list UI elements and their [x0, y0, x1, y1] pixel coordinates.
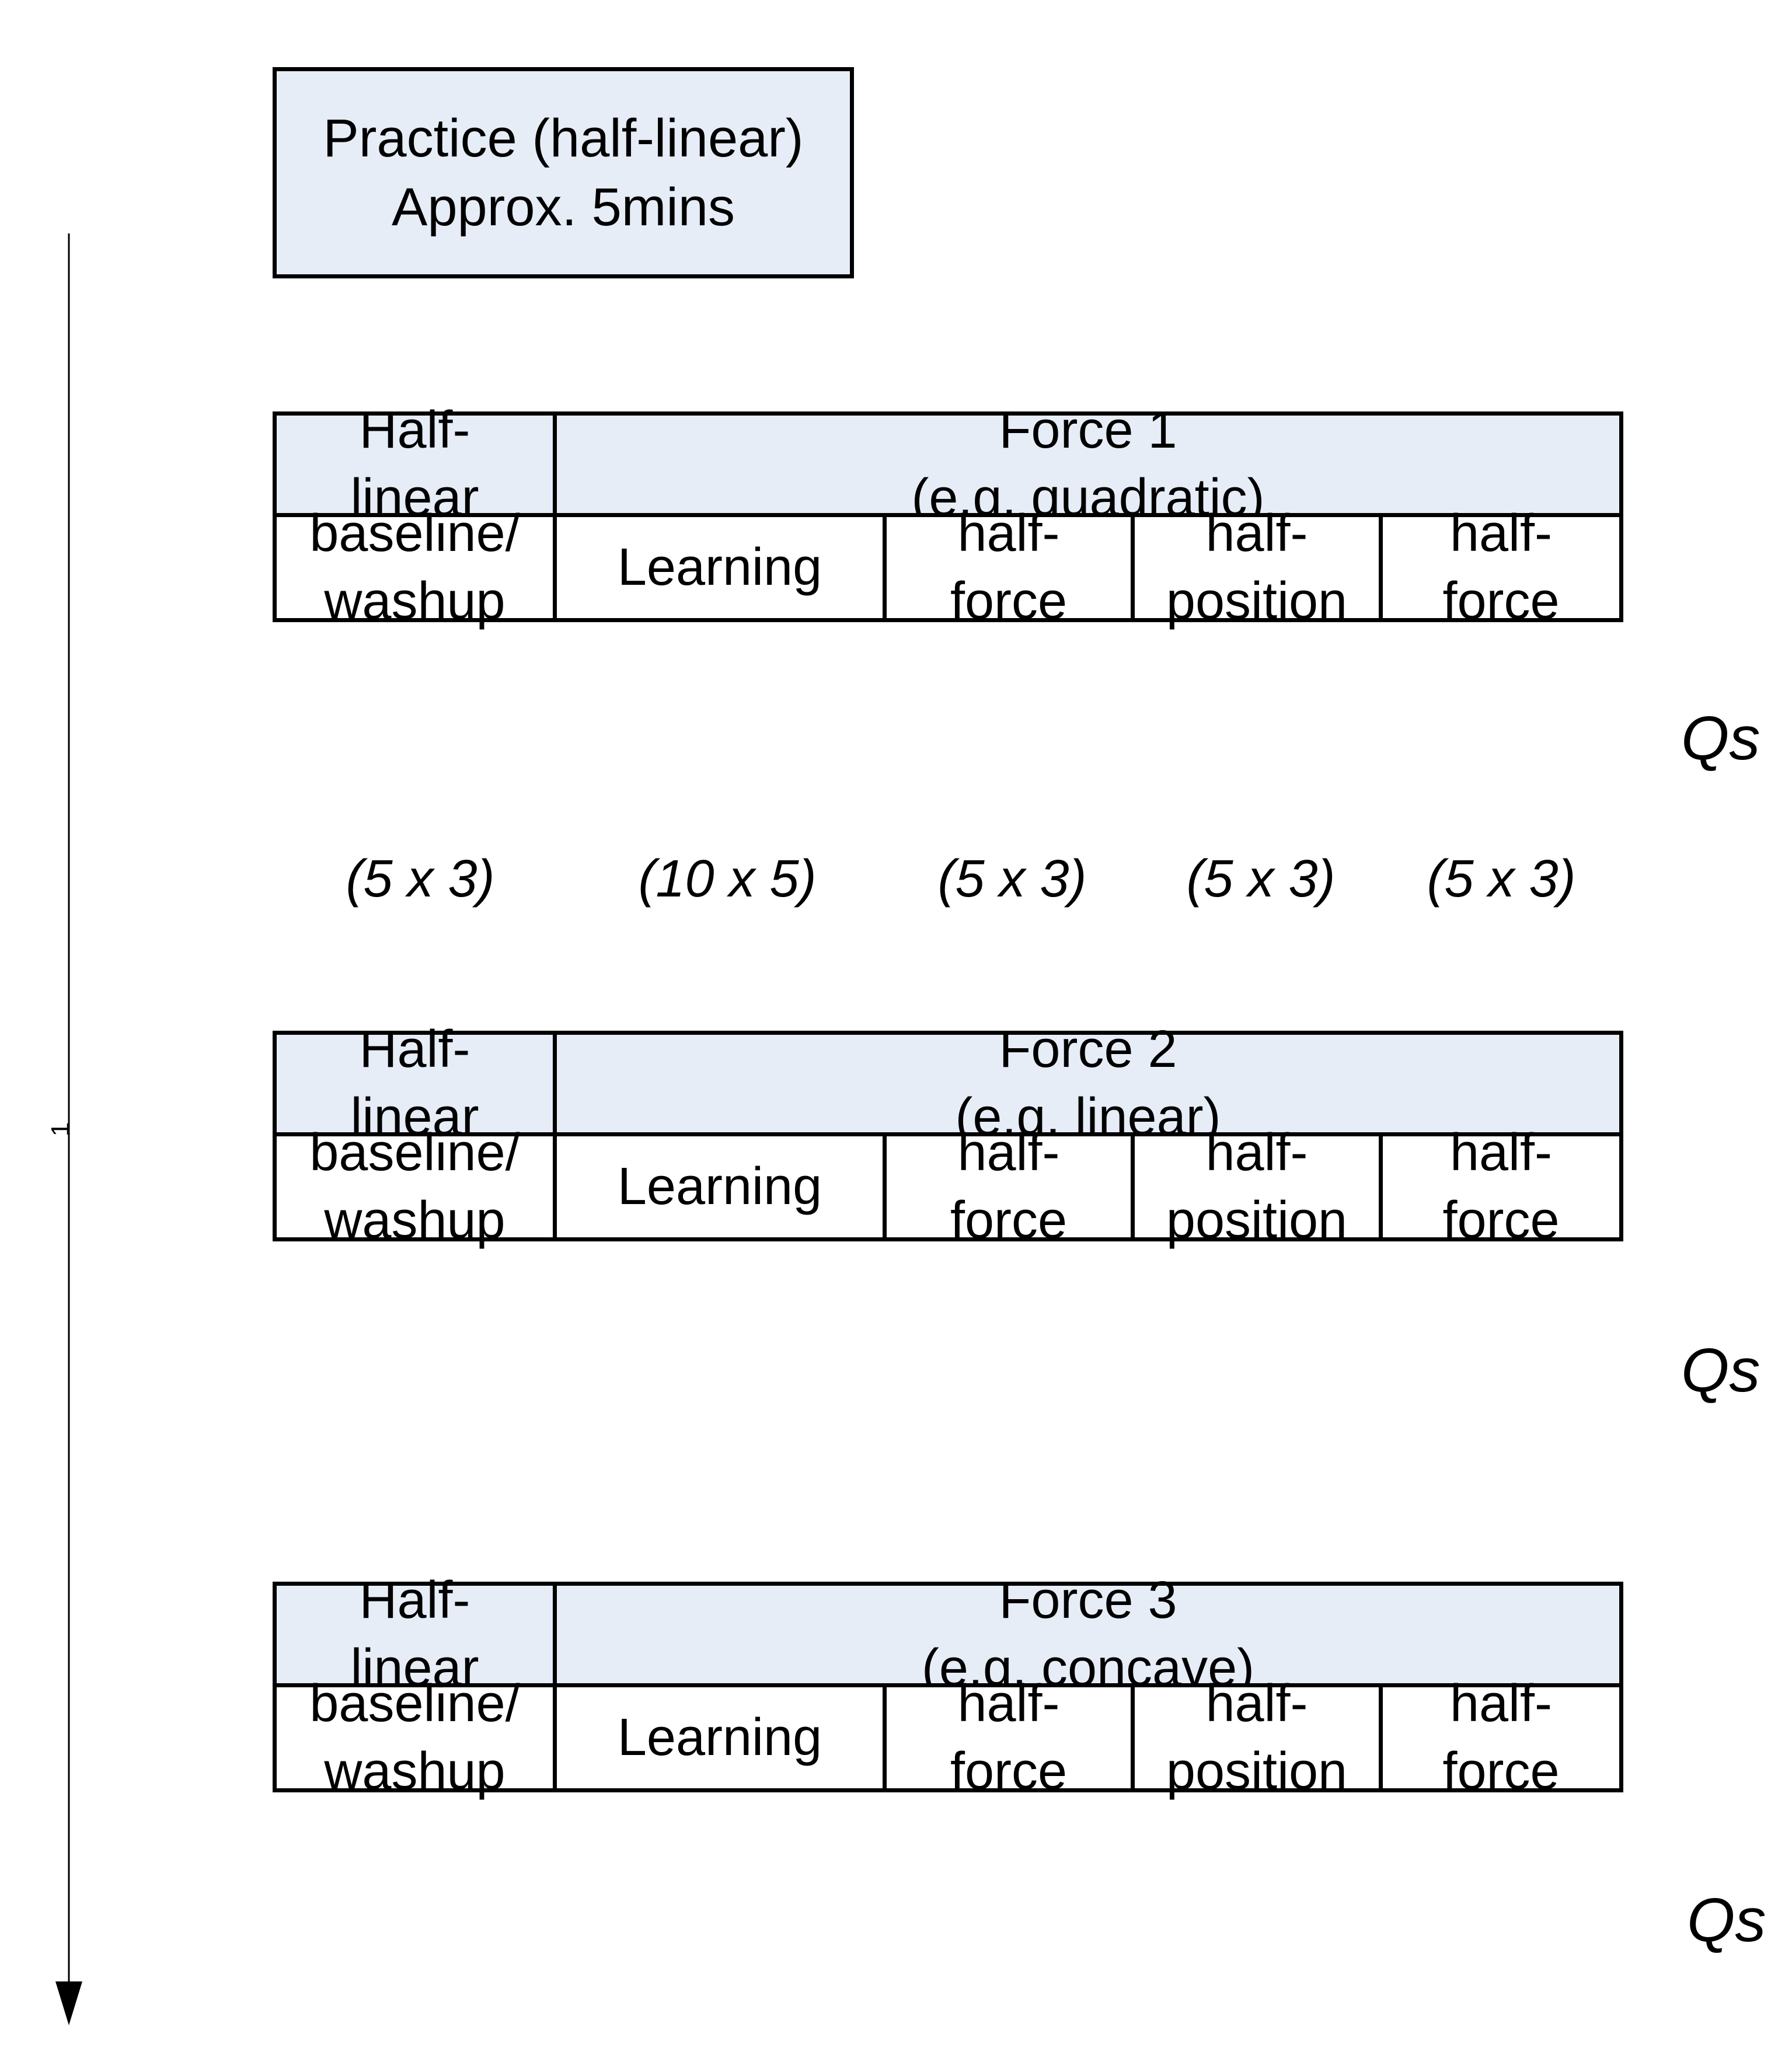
force-header: Force 1 (e.g. quadratic): [553, 401, 1619, 527]
duration-label: (5 x 3): [1186, 850, 1336, 908]
half-linear-header: Half- linear: [350, 1020, 479, 1147]
phase-half-position: half- position: [1131, 1674, 1379, 1801]
phase-half-force: half- force: [883, 1674, 1131, 1801]
questionnaire-label: Qs: [1681, 1336, 1760, 1405]
phase-half-force: half- force: [883, 1124, 1131, 1250]
phase-half-force: half- force: [1379, 1674, 1619, 1801]
questionnaire-label: Qs: [1681, 704, 1760, 773]
half-linear-header: Half- linear: [350, 401, 479, 528]
force-block-2: Half- linear Force 2 (e.g. linear) basel…: [273, 1020, 1623, 1250]
phase-baseline: baseline/ washup: [309, 1674, 520, 1801]
half-linear-header: Half- linear: [350, 1571, 479, 1698]
phase-half-force: half- force: [1379, 504, 1619, 630]
phase-half-force: half- force: [1379, 1124, 1619, 1250]
force-block-1: Half- linear Force 1 (e.g. quadratic) ba…: [273, 401, 1623, 631]
phase-half-position: half- position: [1131, 1124, 1379, 1250]
force-block-3: Half- linear Force 3 (e.g. concave) base…: [273, 1571, 1623, 1801]
timeline-label: 1: [46, 1122, 75, 1136]
phase-half-position: half- position: [1131, 504, 1379, 630]
phase-baseline: baseline/ washup: [309, 1124, 520, 1250]
phase-baseline: baseline/ washup: [309, 504, 520, 631]
questionnaire-label: Qs: [1687, 1886, 1766, 1955]
duration-label: (5 x 3): [937, 850, 1087, 908]
force-header: Force 2 (e.g. linear): [553, 1020, 1619, 1146]
duration-label: (10 x 5): [638, 850, 817, 908]
duration-label: (5 x 3): [1427, 850, 1576, 908]
duration-label: (5 x 3): [346, 850, 495, 908]
practice-box: Practice (half-linear) Approx. 5mins: [273, 67, 854, 278]
phase-learning: Learning: [553, 517, 883, 618]
phase-half-force: half- force: [883, 504, 1131, 630]
force-header: Force 3 (e.g. concave): [553, 1571, 1619, 1697]
phase-learning: Learning: [553, 1136, 883, 1237]
practice-title: Practice (half-linear): [323, 109, 804, 168]
phase-learning: Learning: [553, 1687, 883, 1788]
practice-duration: Approx. 5mins: [391, 177, 735, 237]
